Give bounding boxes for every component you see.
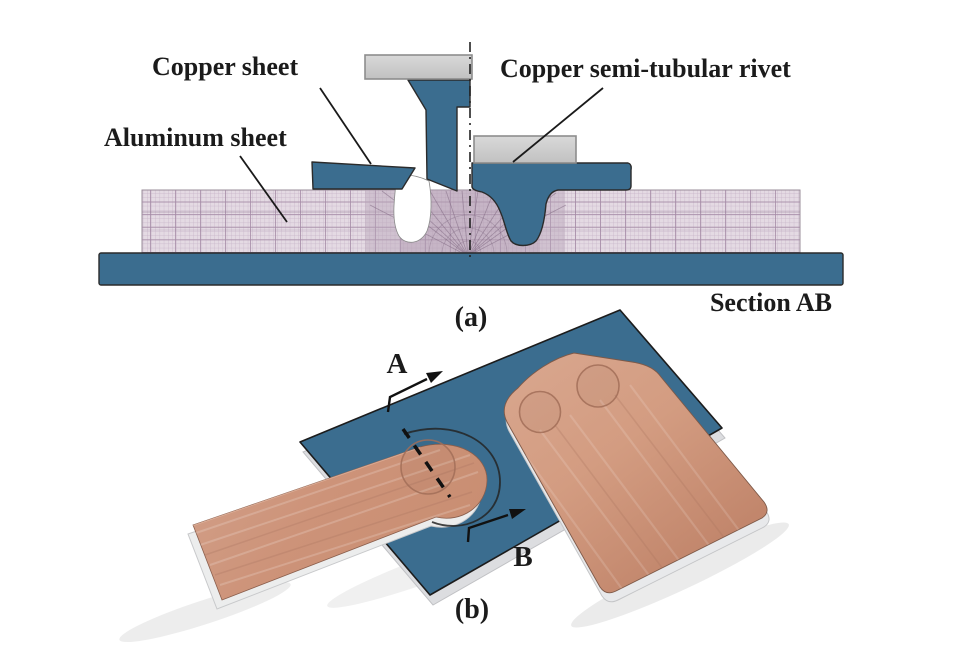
- label-section-b: B: [513, 541, 532, 573]
- label-panel-a: (a): [455, 302, 488, 333]
- mesh-grid-overlay: [142, 190, 800, 253]
- rivet-left-half: [407, 79, 471, 192]
- leader-copper-sheet: [319, 87, 372, 165]
- rivet-mark-plate-1: [518, 390, 562, 434]
- strip-brush-light: [195, 449, 479, 586]
- copper-plate: [503, 352, 768, 594]
- label-section-a: A: [387, 348, 408, 380]
- label-aluminum-sheet: Aluminum sheet: [104, 123, 287, 152]
- mesh-flow-arcs: [428, 214, 508, 255]
- label-panel-b: (b): [455, 594, 489, 625]
- tool-blocks: [364, 54, 577, 164]
- label-copper-rivet: Copper semi-tubular rivet: [500, 54, 791, 83]
- label-section-ab: Section AB: [710, 288, 832, 317]
- rivet-hole: [393, 174, 432, 243]
- copper-sheet-left-section: [311, 161, 416, 190]
- punch-block: [364, 54, 473, 80]
- plate-brush-dark: [554, 394, 736, 586]
- arrow-b-head: [509, 509, 526, 519]
- strip-brush-dark: [204, 462, 475, 576]
- arrow-a-head: [426, 371, 443, 383]
- arrow-b-line: [466, 513, 509, 543]
- holder-block: [473, 135, 577, 164]
- plate-brush-light: [524, 384, 751, 593]
- leader-lines: [239, 87, 604, 223]
- copper-plate-texture: [524, 384, 751, 593]
- die-plate: [98, 252, 844, 286]
- panel-b-photo: A B (b): [119, 309, 789, 643]
- leader-aluminum-sheet: [239, 155, 288, 223]
- aluminum-sheet-mesh: [141, 174, 801, 257]
- arrow-a-line: [386, 377, 428, 413]
- panel-a-section-view: Copper sheet Aluminum sheet Copper semi-…: [98, 42, 844, 333]
- section-blue-parts: [98, 79, 844, 286]
- arrow-a: A: [386, 348, 443, 413]
- copper-strip: [192, 443, 488, 601]
- shadow-plate: [571, 522, 789, 628]
- rivet-mark-plate-2: [576, 364, 620, 408]
- leader-rivet: [512, 87, 604, 163]
- rivet-mark-strip: [400, 439, 456, 495]
- slot-outline: [403, 427, 501, 527]
- rivet-right-half: [471, 162, 632, 247]
- arrow-b: B: [466, 509, 533, 573]
- section-line-dashed: [401, 428, 452, 498]
- label-copper-sheet: Copper sheet: [152, 52, 298, 81]
